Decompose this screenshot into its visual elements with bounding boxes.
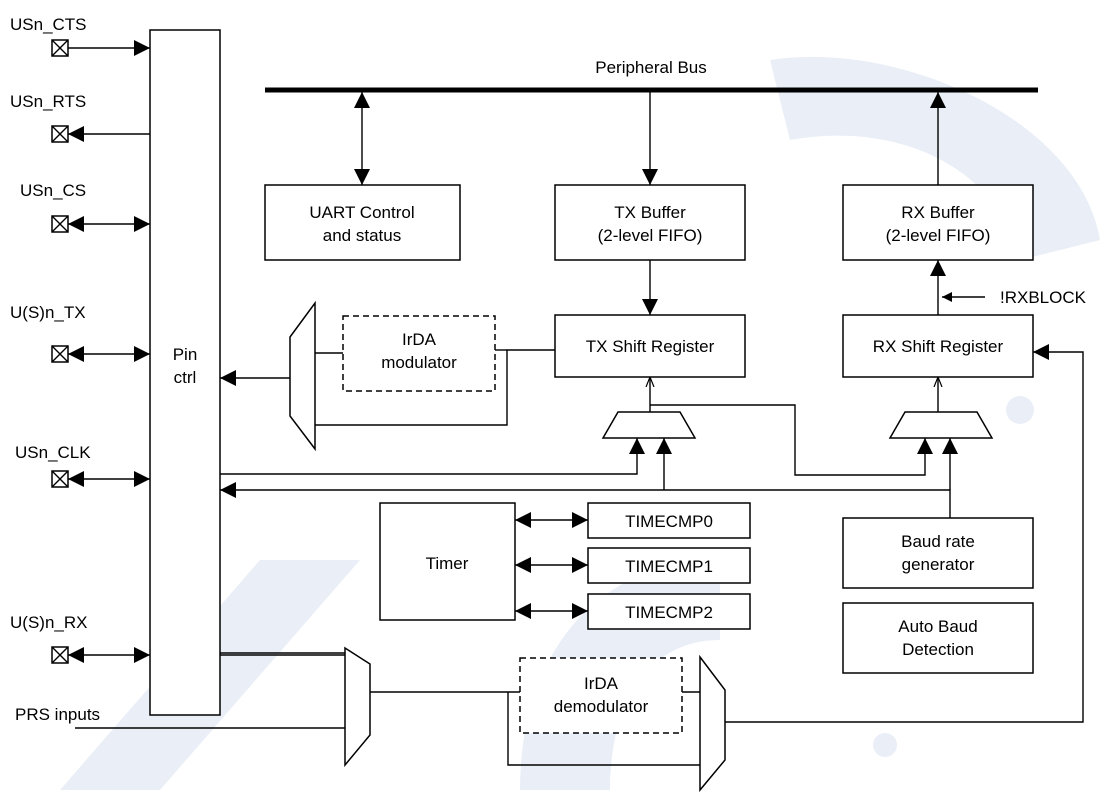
pin-rts-label: USn_RTS <box>10 92 86 111</box>
uart-control-block <box>264 184 461 261</box>
tx-buffer-label-2: (2-level FIFO) <box>598 226 703 245</box>
pin-cs: USn_CS <box>20 181 150 233</box>
pin-rts: USn_RTS <box>10 92 150 143</box>
baud-rate-label-1: Baud rate <box>901 532 975 551</box>
peripheral-bus-label: Peripheral Bus <box>595 58 707 77</box>
rx-buffer-label-2: (2-level FIFO) <box>886 226 991 245</box>
timecmp0-label: TIMECMP0 <box>625 512 713 531</box>
pin-clk: USn_CLK <box>15 443 150 488</box>
rx-shift-register-block <box>842 314 1034 378</box>
irda-modulator-block <box>342 315 496 392</box>
timecmp2-label: TIMECMP2 <box>625 603 713 622</box>
uart-control-label-1: UART Control <box>309 203 414 222</box>
tx-buffer-label-1: TX Buffer <box>614 203 686 222</box>
auto-baud-detection-block <box>842 602 1034 674</box>
rxblock-label: !RXBLOCK <box>1000 288 1087 307</box>
rx-clock-mux <box>888 411 994 439</box>
pin-rx-label: U(S)n_RX <box>10 613 87 632</box>
tx-output-mux <box>289 300 316 452</box>
irda-demodulator-label-2: demodulator <box>554 697 649 716</box>
auto-baud-label-2: Detection <box>902 640 974 659</box>
pin-cts-label: USn_CTS <box>10 15 87 34</box>
irda-demodulator-block <box>519 657 683 734</box>
tx-buffer-block <box>554 184 746 261</box>
pin-ctrl-label-1: Pin <box>173 345 198 364</box>
timecmp1-label: TIMECMP1 <box>625 557 713 576</box>
irda-modulator-label-2: modulator <box>381 353 457 372</box>
rx-output-mux <box>699 654 726 793</box>
pin-ctrl-label-2: ctrl <box>174 368 197 387</box>
rx-input-mux <box>344 646 371 768</box>
timer-block <box>379 502 516 621</box>
timecmp2-block <box>587 593 751 630</box>
irda-modulator-label-1: IrDA <box>402 330 437 349</box>
irda-demodulator-label-1: IrDA <box>584 674 619 693</box>
timecmp0-block <box>587 502 751 539</box>
tx-shift-register-block <box>554 314 746 378</box>
timecmp1-block <box>587 547 751 584</box>
timer-label: Timer <box>426 554 469 573</box>
pin-cs-label: USn_CS <box>20 181 86 200</box>
tx-clock-mux <box>601 411 697 439</box>
rx-buffer-block <box>842 184 1034 261</box>
baud-rate-label-2: generator <box>902 555 975 574</box>
prs-inputs-label: PRS inputs <box>15 705 100 724</box>
pin-clk-label: USn_CLK <box>15 443 91 462</box>
pin-tx: U(S)n_TX <box>10 303 150 363</box>
pin-cts: USn_CTS <box>10 15 150 57</box>
baud-rate-generator-block <box>842 517 1034 589</box>
rx-buffer-label-1: RX Buffer <box>901 203 975 222</box>
uart-control-label-2: and status <box>323 226 401 245</box>
auto-baud-label-1: Auto Baud <box>898 617 977 636</box>
tx-shift-register-label: TX Shift Register <box>586 337 715 356</box>
pin-rx: U(S)n_RX <box>10 613 150 664</box>
rx-shift-register-label: RX Shift Register <box>873 337 1004 356</box>
pin-tx-label: U(S)n_TX <box>10 303 86 322</box>
